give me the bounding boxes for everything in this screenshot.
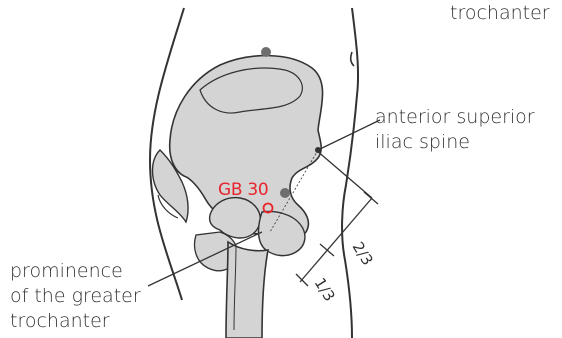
asis-label-line2: iliac spine bbox=[375, 131, 470, 154]
femur-shaft bbox=[226, 242, 268, 338]
landmark-dot-upper bbox=[261, 47, 271, 57]
ratio-lower-label: 1/3 bbox=[311, 275, 339, 305]
landmark-dot-middle bbox=[280, 188, 290, 198]
trochanter-top-label: trochanter bbox=[450, 2, 550, 25]
body-outline-right bbox=[342, 8, 358, 338]
gb30-label: GB 30 bbox=[218, 180, 268, 200]
ratio-upper-label: 2/3 bbox=[349, 239, 377, 269]
prominence-label-line3: trochanter bbox=[10, 310, 110, 333]
skin-fold bbox=[351, 52, 354, 66]
prominence-label-line1: prominence bbox=[10, 260, 123, 283]
prominence-label-line2: of the greater bbox=[10, 285, 141, 308]
asis-label-line1: anterior superior bbox=[375, 106, 535, 129]
asis-leader-line bbox=[318, 120, 380, 150]
